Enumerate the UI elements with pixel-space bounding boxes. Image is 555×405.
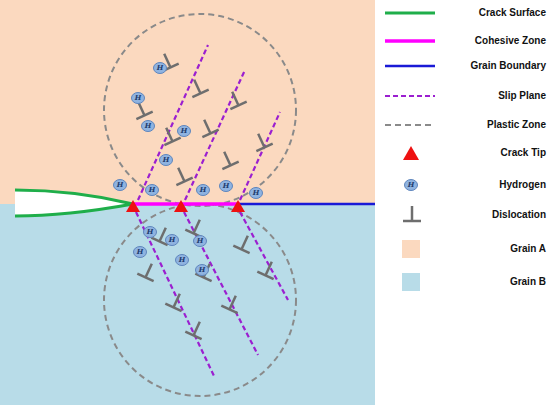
hydrogen-atom — [196, 265, 209, 276]
hydrogen-atom — [134, 247, 147, 258]
dislocation — [250, 130, 273, 151]
hydrogen-atom — [197, 185, 210, 196]
legend-sample — [385, 12, 435, 15]
dislocation — [233, 232, 256, 253]
crack-tips — [126, 200, 245, 212]
dislocation — [185, 318, 208, 339]
hydrogen-atom — [166, 235, 179, 246]
hydrogen-atom — [114, 180, 127, 191]
crack-tip — [174, 200, 188, 212]
legend-sample — [385, 124, 435, 126]
crack-opening — [15, 190, 133, 216]
grain-boundary — [240, 203, 375, 206]
slip-plane — [138, 45, 208, 200]
legend-swatch — [402, 273, 420, 291]
legend-sample — [385, 95, 435, 97]
crack-tip — [231, 200, 245, 212]
legend-swatch — [402, 240, 420, 258]
hydrogen-atom — [176, 255, 189, 266]
hydrogen-symbol: H — [178, 126, 190, 136]
dislocation — [186, 76, 209, 97]
legend-label: Crack Surface — [479, 7, 546, 19]
legend-label: Hydrogen — [499, 179, 546, 191]
hydrogen-symbol: H — [142, 121, 154, 131]
dislocation — [185, 216, 208, 237]
hydrogen-symbol: H — [197, 185, 209, 195]
hydrogen-symbol: H — [405, 180, 417, 190]
slip-plane — [240, 212, 288, 300]
plastic-zone — [104, 14, 296, 206]
legend-sample — [385, 39, 435, 43]
hydrogen-atom — [142, 121, 155, 132]
hydrogen-atom — [144, 227, 157, 238]
dislocation — [158, 124, 181, 145]
hydrogen-symbol: H — [154, 63, 166, 73]
hydrogen-atom — [220, 181, 233, 192]
dislocation — [196, 116, 219, 137]
legend-label: Grain Boundary — [470, 60, 546, 72]
hydrogen-atom — [194, 236, 207, 247]
legend-label: Grain B — [510, 276, 546, 288]
hydrogen-atoms — [114, 63, 418, 276]
hydrogen-atom — [146, 185, 159, 196]
dislocation — [221, 292, 244, 313]
hydrogen-atom — [160, 155, 173, 166]
dislocation — [216, 148, 239, 169]
hydrogen-symbol: H — [194, 236, 206, 246]
cohesive-zone — [133, 202, 240, 206]
legend-label: Slip Plane — [498, 90, 546, 102]
dislocations — [130, 50, 280, 339]
slip-plane — [185, 70, 245, 200]
dislocation — [257, 258, 280, 279]
legend-label: Dislocation — [492, 209, 546, 221]
hydrogen-symbol: H — [220, 181, 232, 191]
slip-plane — [184, 212, 258, 355]
slip-planes — [136, 45, 288, 378]
hydrogen-symbol: H — [250, 188, 262, 198]
slip-plane — [136, 212, 215, 378]
crack-surface — [15, 190, 133, 216]
legend-label: Cohesive Zone — [475, 35, 546, 47]
hydrogen-symbol: H — [114, 180, 126, 190]
dislocation — [137, 260, 160, 281]
hydrogen-atom — [250, 188, 263, 199]
dislocation — [165, 290, 188, 311]
hydrogen-symbol: H — [134, 247, 146, 257]
slip-plane — [240, 112, 280, 200]
hydrogen-atom — [132, 93, 145, 104]
plastic-zone — [104, 204, 296, 396]
hydrogen-symbol: H — [144, 227, 156, 237]
hydrogen-symbol: H — [146, 185, 158, 195]
hydrogen-atom — [154, 63, 167, 74]
hydrogen-symbol: H — [176, 255, 188, 265]
hydrogen-atom — [405, 180, 418, 191]
dislocation — [224, 88, 247, 109]
hydrogen-symbol: H — [166, 235, 178, 245]
legend-sample — [403, 146, 419, 160]
crack-tip — [126, 200, 140, 212]
legend-sample — [385, 65, 435, 68]
grain-a-region — [0, 0, 375, 204]
legend-label: Crack Tip — [501, 147, 546, 159]
hydrogen-atom — [178, 126, 191, 137]
hydrogen-symbol: H — [160, 155, 172, 165]
dislocation — [195, 260, 218, 281]
legend-sample — [403, 206, 421, 221]
grain-b-region — [0, 204, 375, 405]
dislocation — [170, 164, 193, 185]
hydrogen-symbol: H — [132, 93, 144, 103]
legend-label: Plastic Zone — [487, 119, 546, 131]
legend-label: Grain A — [510, 243, 546, 255]
hydrogen-symbol: H — [196, 265, 208, 275]
